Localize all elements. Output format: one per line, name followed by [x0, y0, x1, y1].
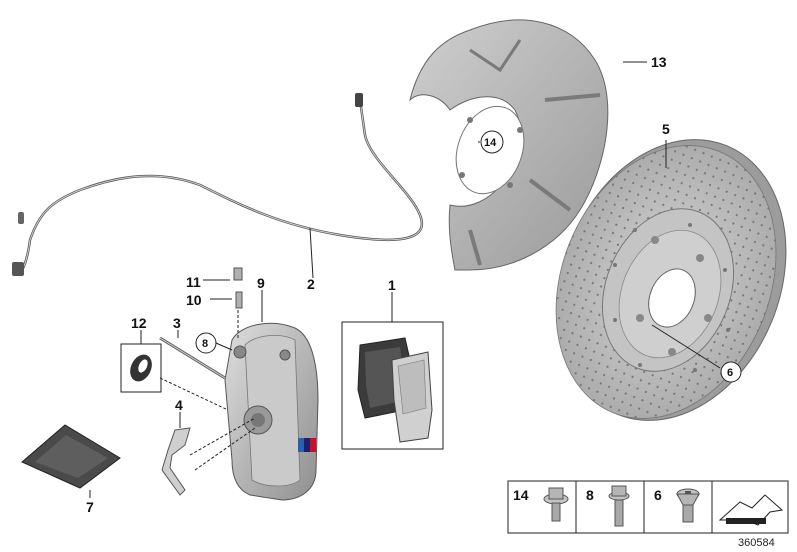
callout-6-circled: 6: [727, 367, 733, 379]
callout-8-circled: 8: [202, 338, 208, 350]
callout-3: 3: [173, 315, 181, 331]
callout-7: 7: [86, 499, 94, 515]
grease-packet: [21, 424, 121, 489]
callout-5: 5: [662, 121, 670, 137]
callout-11: 11: [186, 274, 201, 290]
seal-ring: [130, 354, 152, 382]
wear-sensor-cable: [12, 93, 423, 276]
hex-bolt-icon: [608, 485, 630, 527]
callouts: 13 5 6 14 2 1 9 11 10 12 3 8 4 7: [86, 54, 742, 515]
spring-clip: [161, 427, 191, 496]
flange-bolt-icon: [543, 487, 569, 522]
brake-disc: [555, 139, 787, 421]
callout-9: 9: [257, 275, 265, 291]
m-badge-icon: [298, 438, 316, 452]
legend-number-6: 6: [654, 487, 662, 503]
brake-caliper: [224, 267, 319, 501]
callout-4: 4: [175, 397, 183, 413]
callout-2: 2: [307, 276, 315, 292]
brake-pads: [357, 337, 433, 443]
callout-1: 1: [388, 277, 396, 293]
callout-12: 12: [131, 315, 147, 331]
legend-number-14: 14: [513, 487, 529, 503]
leader-lines: [89, 61, 721, 498]
legend-number-8: 8: [586, 487, 594, 503]
reference-number: 360584: [738, 537, 775, 549]
callout-13: 13: [651, 54, 667, 70]
guide-pin: [159, 336, 226, 380]
callout-10: 10: [186, 292, 202, 308]
callout-14-circled: 14: [484, 137, 497, 149]
countersunk-screw-icon: [676, 488, 700, 523]
small-parts-legend: 14 8 6: [507, 480, 789, 534]
arrow-panel-icon: [718, 494, 784, 526]
